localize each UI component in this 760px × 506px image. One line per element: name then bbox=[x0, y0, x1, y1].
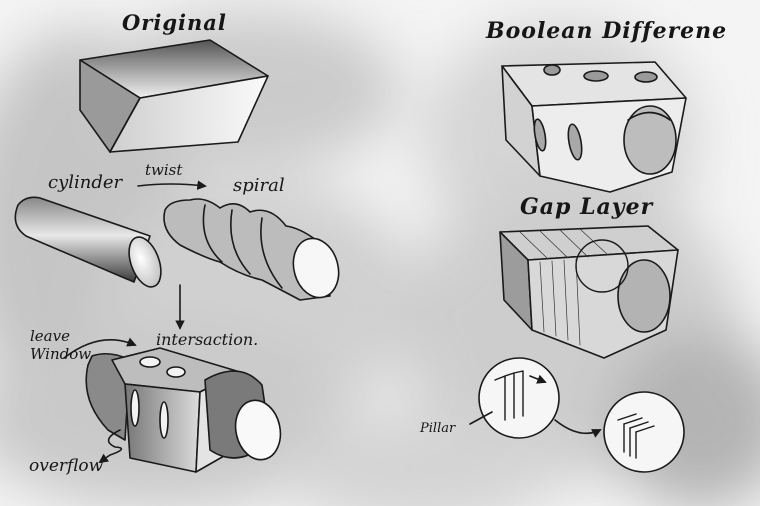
cylinder-label: cylinder bbox=[48, 172, 123, 193]
boolean-difference-box bbox=[501, 61, 687, 193]
pillar-detail bbox=[469, 357, 685, 473]
intersection-label: intersaction. bbox=[156, 330, 259, 349]
leave-label: leave bbox=[30, 327, 70, 345]
spiral-label: spiral bbox=[233, 175, 285, 196]
original-title: Original bbox=[122, 10, 227, 35]
original-box bbox=[79, 39, 269, 153]
overflow-arrow bbox=[98, 429, 123, 464]
boolean-difference-title: Boolean Differene bbox=[486, 18, 728, 44]
gap-layer-title: Gap Layer bbox=[520, 194, 654, 220]
intersection-shape bbox=[85, 347, 282, 473]
cylinder-shape bbox=[14, 196, 162, 288]
spiral-shape bbox=[163, 198, 340, 301]
overflow-label: overflow bbox=[29, 456, 104, 476]
twist-label: twist bbox=[145, 161, 183, 179]
twist-arrow bbox=[137, 180, 207, 190]
pillar-label: Pillar bbox=[420, 421, 456, 436]
gap-layer-box bbox=[499, 225, 679, 359]
leave-window-arrow bbox=[63, 337, 137, 359]
window-label: Window bbox=[30, 345, 92, 363]
